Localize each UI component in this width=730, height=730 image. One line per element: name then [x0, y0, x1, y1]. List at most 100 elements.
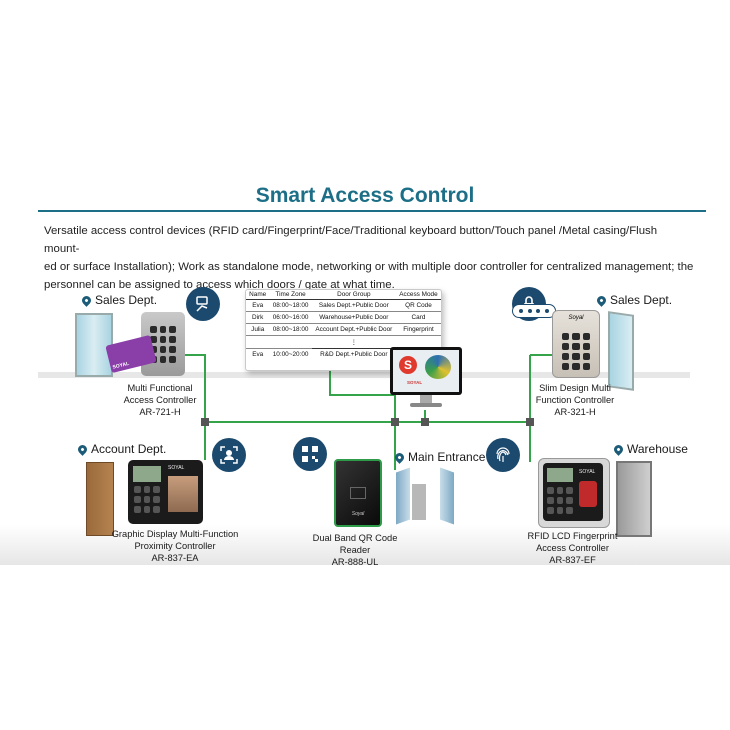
description-line-1: Versatile access control devices (RFID c… — [44, 225, 658, 255]
ar837ef-model: AR-837-EF — [549, 555, 596, 565]
monitor-neck — [420, 395, 432, 403]
col-door-group: Door Group — [311, 290, 396, 300]
computer-monitor: S SOYAL — [390, 347, 462, 395]
junction-4 — [526, 418, 534, 426]
location-pin-icon — [612, 442, 625, 456]
location-label: Warehouse — [627, 442, 688, 456]
cell: 10:00~20:00 — [272, 351, 309, 358]
ar888ul-line1: Dual Band QR Code Reader — [312, 533, 398, 555]
location-account: Account Dept. — [76, 442, 167, 456]
location-sales-right: Sales Dept. — [595, 293, 673, 307]
cell: Warehouse+Public Door — [311, 311, 396, 324]
ar837ea-device: SOYAL — [128, 460, 203, 524]
face-photo — [168, 476, 198, 512]
location-sales-left: Sales Dept. — [80, 293, 157, 307]
app-logo-icon: S — [399, 356, 417, 374]
junction-3 — [421, 418, 429, 426]
table-row: Julia 08:00~18:00 Account Dept.+Public D… — [246, 323, 441, 336]
title-divider — [38, 210, 706, 212]
location-pin-icon — [393, 450, 406, 464]
ar888ul-brand: Soyal — [351, 511, 365, 517]
location-label: Sales Dept. — [610, 293, 673, 307]
ar837ef-brand: SOYAL — [579, 469, 596, 475]
col-name: Name — [246, 290, 270, 300]
location-warehouse: Warehouse — [612, 442, 688, 456]
ar721h-line1: Multi Functional — [127, 383, 193, 393]
cell: Dirk — [246, 311, 270, 324]
cell: Eva — [252, 351, 264, 358]
hand-card-icon — [186, 287, 220, 321]
cell: Account Dept.+Public Door — [311, 323, 396, 336]
cell: Julia — [246, 323, 270, 336]
ar837ef-device: SOYAL — [538, 458, 610, 528]
ar837ea-label: Graphic Display Multi-Function Proximity… — [105, 528, 245, 564]
ar321h-model: AR-321-H — [554, 407, 596, 417]
location-main-entrance: Main Entrance — [393, 450, 486, 464]
card-brand: SOYAL — [112, 360, 130, 371]
location-pin-icon — [76, 442, 89, 456]
upper-floor-band — [38, 372, 690, 378]
cell: Card — [395, 311, 441, 324]
turnstile-right — [440, 467, 454, 525]
ellipsis: ⋮ — [311, 335, 396, 349]
face-scan-icon — [212, 438, 246, 472]
ar837ea-model: AR-837-EA — [151, 553, 199, 563]
ar721h-model: AR-721-H — [139, 407, 181, 417]
cell: QR Code — [395, 299, 441, 312]
cell: 08:00~18:00 — [269, 323, 312, 336]
description-line-3: personnel can be assigned to access whic… — [44, 279, 395, 291]
ar721h-label: Multi Functional Access Controller AR-72… — [100, 382, 220, 418]
col-access-mode: Access Mode — [395, 290, 441, 300]
fingerprint-icon — [486, 438, 520, 472]
ar837ea-line2: Proximity Controller — [134, 541, 216, 551]
cell: Sales Dept.+Public Door — [311, 299, 396, 312]
schedule-table: Name Time Zone Door Group Access Mode Ev… — [246, 290, 441, 360]
pin-dots — [512, 304, 556, 318]
cell: R&D Dept.+Public Door — [320, 351, 388, 358]
fingerprint-sensor — [579, 481, 597, 507]
ar837ef-line1: RFID LCD Fingerprint — [527, 531, 618, 541]
cell: 06:00~16:00 — [269, 311, 312, 324]
monitor-stand — [410, 403, 442, 407]
description: Versatile access control devices (RFID c… — [44, 222, 694, 294]
ar837ea-line1: Graphic Display Multi-Function — [111, 529, 239, 539]
glass-door-right — [608, 311, 634, 391]
ar321h-label: Slim Design Multi Function Controller AR… — [520, 382, 630, 418]
line-ar721h — [180, 354, 206, 430]
ar837ea-brand: SOYAL — [168, 465, 185, 471]
col-time-zone: Time Zone — [269, 290, 312, 300]
location-pin-icon — [80, 293, 93, 307]
ar321h-line2: Function Controller — [535, 395, 615, 405]
lower-floor-band — [0, 525, 730, 565]
ar321h-line1: Slim Design Multi — [539, 383, 611, 393]
ar888ul-model: AR-888-UL — [331, 557, 379, 567]
cell: Eva — [246, 299, 270, 312]
junction-2 — [391, 418, 399, 426]
ar837ef-line2: Access Controller — [536, 543, 609, 553]
line-table — [329, 370, 396, 422]
table-row-ellipsis: ⋮ — [246, 335, 441, 349]
ar888ul-device: Soyal — [334, 459, 382, 527]
cell: 08:00~18:00 — [269, 299, 312, 312]
lcd-screen — [547, 468, 573, 482]
globe-icon — [425, 355, 451, 379]
table-row: Eva 08:00~18:00 Sales Dept.+Public Door … — [246, 299, 441, 312]
junction-1 — [201, 418, 209, 426]
turnstile-left — [396, 467, 410, 525]
qr-scanner-window — [350, 487, 366, 499]
turnstile-post — [412, 484, 426, 520]
cell: Fingerprint — [395, 323, 441, 336]
table-row: Eva 10:00~20:00 R&D Dept.+Public Door — [246, 349, 441, 361]
page-title: Smart Access Control — [255, 184, 475, 207]
ar321h-brand: Soyal — [568, 315, 584, 321]
location-pin-icon — [595, 293, 608, 307]
qr-code-icon — [293, 437, 327, 471]
location-label: Main Entrance — [408, 450, 486, 464]
description-line-2: ed or surface Installation); Work as sta… — [44, 261, 694, 273]
location-label: Account Dept. — [91, 442, 167, 456]
wooden-door — [86, 462, 114, 536]
ar837ef-label: RFID LCD Fingerprint Access Controller A… — [515, 530, 630, 566]
monitor-brand: SOYAL — [407, 380, 423, 385]
ar321h-device: Soyal — [552, 310, 600, 378]
